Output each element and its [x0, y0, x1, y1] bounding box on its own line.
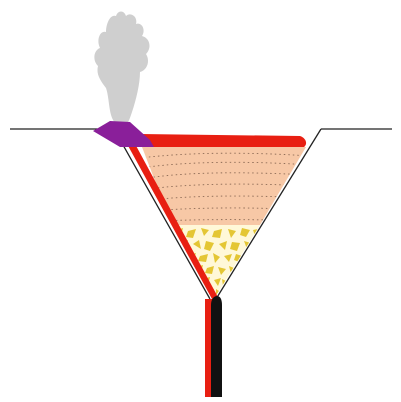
vent-cone [93, 121, 154, 147]
lava-surface-flow [139, 134, 306, 147]
eruption-plume [94, 12, 149, 125]
conduit [211, 296, 222, 397]
